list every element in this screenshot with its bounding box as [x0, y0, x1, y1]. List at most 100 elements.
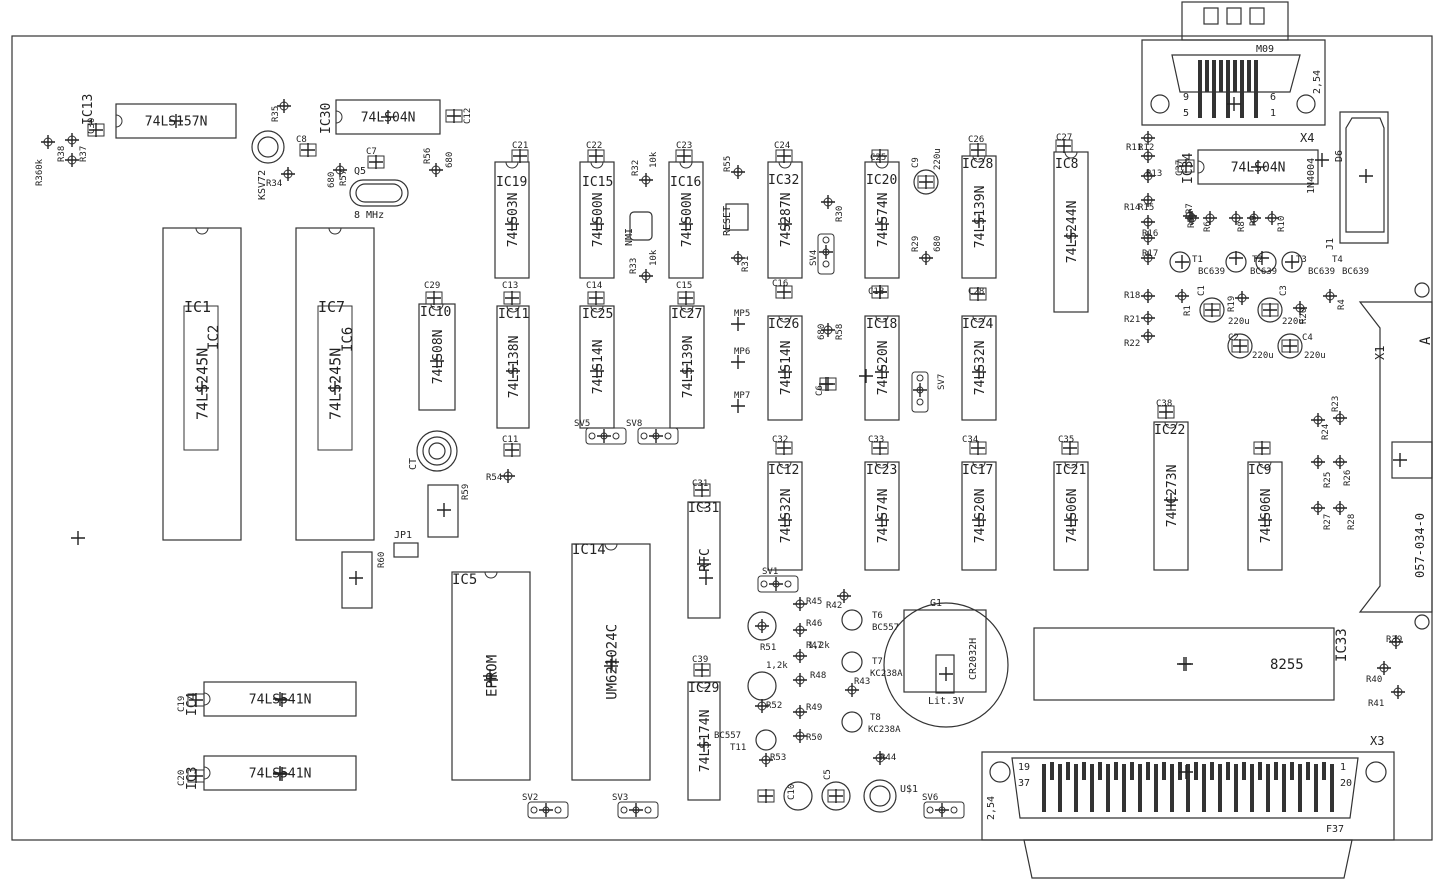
origin-cross-icon	[1293, 301, 1307, 315]
part-label-r18: R18	[1124, 291, 1140, 301]
chip-body	[1053, 461, 1089, 571]
chip-ref-label: IC26	[768, 317, 799, 332]
origin-cross-icon	[589, 291, 603, 305]
origin-cross-icon	[597, 429, 611, 443]
origin-cross-icon	[1229, 251, 1243, 265]
origin-cross-icon	[971, 287, 985, 301]
origin-cross-icon	[777, 149, 791, 163]
chip-ref-label: IC13	[81, 94, 96, 125]
part-r14	[1141, 193, 1155, 207]
origin-cross-icon	[819, 245, 833, 259]
chip-ref-label: IC12	[768, 463, 799, 478]
part-label-r25: R25	[1323, 472, 1333, 488]
part-label-r360k: R360k	[35, 158, 45, 186]
origin-cross-icon	[935, 803, 949, 817]
part-label-sv2: SV2	[522, 793, 538, 803]
part-label-r51: R51	[760, 643, 776, 653]
origin-cross-icon	[369, 155, 383, 169]
origin-cross-icon	[972, 365, 986, 379]
origin-cross-icon	[1393, 453, 1407, 467]
origin-cross-icon	[1285, 255, 1299, 269]
part-r26	[1333, 455, 1347, 469]
part-label-r56: R56	[423, 148, 433, 164]
origin-cross-icon	[919, 251, 933, 265]
origin-cross-icon	[731, 317, 745, 331]
part-label-r21: R21	[1124, 315, 1140, 325]
origin-cross-icon	[1141, 289, 1155, 303]
chip-ref-label: IC15	[582, 175, 613, 190]
origin-cross-icon	[680, 364, 694, 378]
chip-body	[1153, 421, 1189, 571]
chip-part-label: 74LS08N	[431, 330, 446, 385]
part-r55	[731, 165, 745, 179]
us1-label: U$1	[900, 784, 918, 795]
part-label-r54: R54	[486, 473, 502, 483]
origin-cross-icon	[1141, 251, 1155, 265]
part-label-r40: R40	[1366, 675, 1382, 685]
chip-part-label: 74LS139N	[973, 186, 988, 249]
origin-cross-icon	[837, 589, 851, 603]
x4-body	[1339, 111, 1389, 244]
chip-part-label: 74LS03N	[506, 193, 521, 248]
origin-cross-icon	[1175, 255, 1189, 269]
chip-ref-label: IC33	[1334, 628, 1350, 662]
origin-cross-icon	[649, 429, 663, 443]
part-r17	[1141, 251, 1155, 265]
part-r31	[731, 251, 745, 265]
chip-body	[571, 543, 651, 781]
chip-body	[864, 315, 900, 421]
origin-cross-icon	[1141, 215, 1155, 229]
part-label-kc238a: KC238A	[870, 669, 903, 679]
origin-cross-icon	[971, 143, 985, 157]
origin-cross-icon	[41, 135, 55, 149]
pin-header	[911, 371, 929, 413]
origin-cross-icon	[505, 217, 519, 231]
part-r28	[1333, 501, 1347, 515]
part-c30	[87, 123, 105, 137]
origin-cross-icon	[873, 149, 887, 163]
origin-cross-icon	[777, 285, 791, 299]
part-c11	[503, 443, 521, 457]
origin-cross-icon	[793, 673, 807, 687]
chip-body	[669, 305, 705, 429]
part-label-c34: C34	[962, 435, 978, 445]
part-label-r47: R47	[806, 641, 822, 651]
part-r24	[1311, 413, 1325, 427]
part-label-680: 680	[445, 152, 455, 168]
origin-cross-icon	[281, 167, 295, 181]
part-c37	[1177, 159, 1195, 173]
chip-ref-label: IC28	[962, 157, 993, 172]
part-r29	[919, 251, 933, 265]
m09-pin5: 5	[1183, 108, 1189, 119]
origin-cross-icon	[1311, 455, 1325, 469]
part-r34	[281, 167, 295, 181]
part-c26	[969, 143, 987, 157]
origin-cross-icon	[1205, 303, 1219, 317]
f37-body	[981, 751, 1395, 841]
origin-cross-icon	[875, 365, 889, 379]
chip-body	[1197, 149, 1319, 185]
origin-cross-icon	[589, 149, 603, 163]
chip-part-label: 74LS139N	[681, 336, 696, 399]
origin-cross-icon	[873, 441, 887, 455]
origin-cross-icon	[1333, 455, 1347, 469]
chip-ref-label: IC14	[572, 542, 606, 558]
origin-cross-icon	[972, 513, 986, 527]
origin-cross-icon	[275, 693, 289, 707]
r59-body	[427, 484, 459, 538]
chip-ref-label: IC7	[318, 298, 345, 316]
part-c1	[1203, 303, 1221, 317]
origin-cross-icon	[430, 354, 444, 368]
chip-body	[335, 99, 441, 135]
chip-ref-label: IC9	[1248, 463, 1271, 478]
chip-body	[451, 571, 531, 781]
origin-cross-icon	[919, 175, 933, 189]
origin-cross-icon	[679, 217, 693, 231]
origin-cross-icon	[1141, 311, 1155, 325]
part-label-c18: C18	[868, 287, 884, 297]
